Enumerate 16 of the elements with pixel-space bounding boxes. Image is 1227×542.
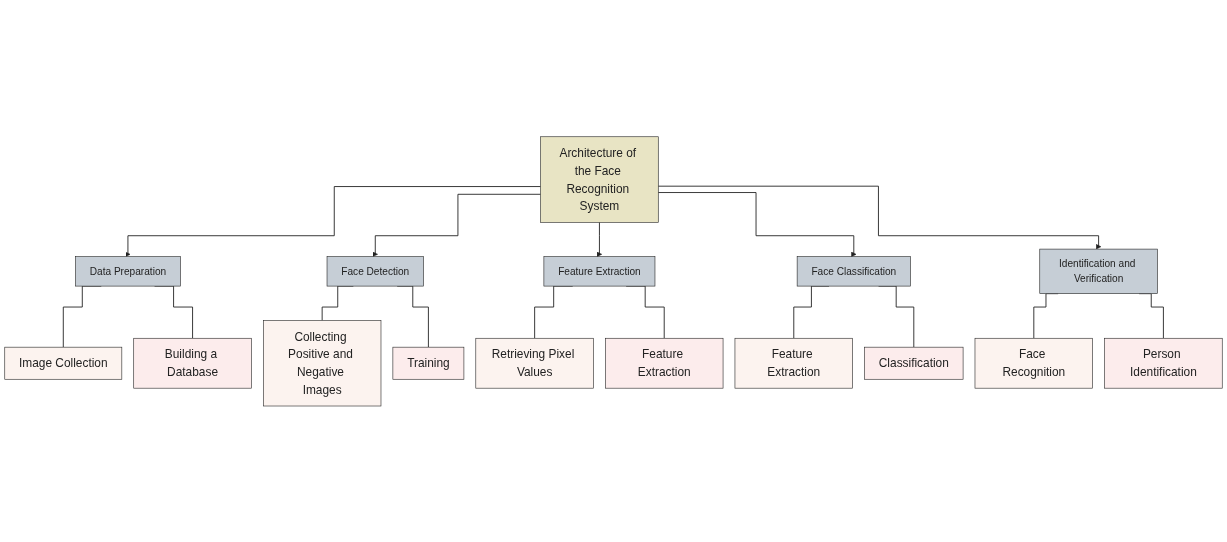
node-box: Building a Database xyxy=(133,337,252,389)
node-box: Face Classification xyxy=(796,256,911,286)
node-box: Retrieving Pixel Values xyxy=(475,337,594,389)
node-box: Person Identification xyxy=(1104,337,1223,389)
node-box: Face Recognition xyxy=(974,337,1093,389)
node-box: Training xyxy=(392,346,465,380)
node-box: Feature Extraction xyxy=(605,337,724,389)
node-box: Feature Extraction xyxy=(734,337,853,389)
node-box: Classification xyxy=(864,346,964,380)
node-box: Identification and Verification xyxy=(1039,248,1158,294)
node-box: Data Preparation xyxy=(75,256,181,286)
node-box: Face Detection xyxy=(326,256,424,286)
node-box: Image Collection xyxy=(4,346,123,380)
node-box: Collecting Positive and Negative Images xyxy=(263,319,382,406)
node-box: Feature Extraction xyxy=(543,256,656,286)
node-box: Architecture of the Face Recognition System xyxy=(540,136,659,223)
